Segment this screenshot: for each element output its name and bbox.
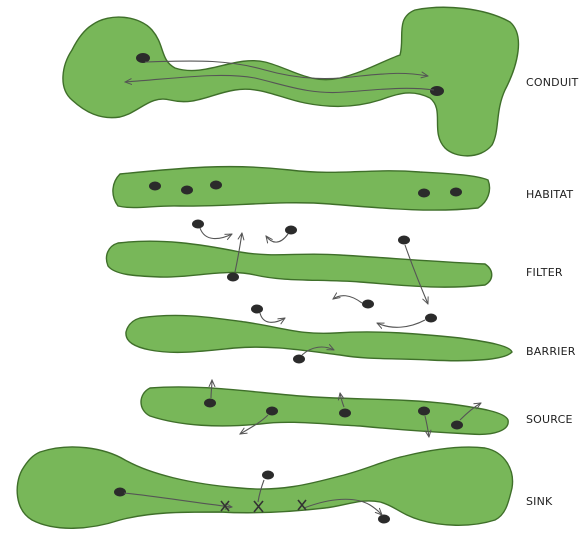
label-conduit: CONDUIT bbox=[526, 76, 578, 89]
habitat-organism bbox=[210, 181, 222, 190]
habitat-organism bbox=[450, 188, 462, 197]
source-organism bbox=[418, 407, 430, 416]
sink-organism bbox=[262, 471, 274, 480]
filter-organism bbox=[192, 220, 204, 229]
filter-organism bbox=[398, 236, 410, 245]
source-panel bbox=[141, 380, 508, 437]
filter-panel bbox=[106, 220, 491, 309]
label-source: SOURCE bbox=[526, 413, 573, 426]
habitat-organism bbox=[181, 186, 193, 195]
label-barrier: BARRIER bbox=[526, 345, 576, 358]
barrier-panel bbox=[126, 305, 512, 364]
conduit-organism-right bbox=[430, 86, 444, 96]
filter-organism bbox=[285, 226, 297, 235]
sink-organism bbox=[114, 488, 126, 497]
filter-arrow bbox=[200, 228, 232, 239]
habitat-organism bbox=[149, 182, 161, 191]
label-habitat: HABITAT bbox=[526, 188, 573, 201]
sink-corridor bbox=[17, 447, 512, 528]
sink-panel bbox=[17, 447, 512, 528]
filter-arrow bbox=[333, 296, 362, 303]
barrier-arrow bbox=[377, 320, 425, 327]
habitat-organism bbox=[418, 189, 430, 198]
label-filter: FILTER bbox=[526, 266, 563, 279]
label-sink: SINK bbox=[526, 495, 552, 508]
filter-organism bbox=[227, 273, 239, 282]
source-organism bbox=[204, 399, 216, 408]
filter-arrow bbox=[266, 234, 288, 242]
sink-organism bbox=[378, 515, 390, 524]
filter-organism bbox=[362, 300, 374, 309]
barrier-organism bbox=[293, 355, 305, 364]
source-organism bbox=[339, 409, 351, 418]
conduit-panel bbox=[63, 7, 519, 156]
barrier-corridor bbox=[126, 315, 512, 360]
habitat-panel bbox=[113, 167, 490, 211]
source-organism bbox=[451, 421, 463, 430]
barrier-arrow bbox=[260, 313, 285, 322]
filter-corridor bbox=[106, 241, 491, 287]
barrier-organism bbox=[251, 305, 263, 314]
habitat-corridor bbox=[113, 167, 490, 211]
barrier-organism bbox=[425, 314, 437, 323]
source-organism bbox=[266, 407, 278, 416]
